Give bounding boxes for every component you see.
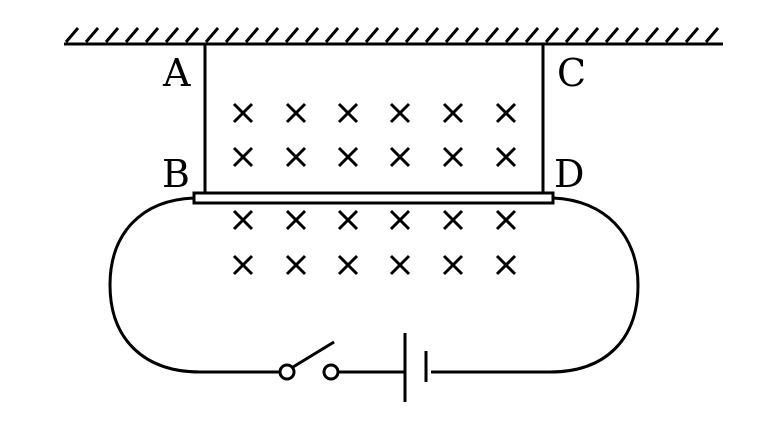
hatch-mark — [144, 27, 160, 43]
hatch-mark — [424, 27, 440, 43]
right-wire-loop — [431, 196, 640, 374]
hatch-mark — [304, 27, 320, 43]
field-cross-icon — [232, 209, 254, 231]
field-cross-icon — [389, 102, 411, 124]
hatch-mark — [64, 27, 80, 43]
field-cross-icon — [495, 254, 517, 276]
field-cross-icon — [285, 146, 307, 168]
hatch-mark — [444, 27, 460, 43]
hatch-mark — [644, 27, 660, 43]
field-cross-icon — [337, 209, 359, 231]
label-d: D — [554, 152, 584, 196]
hatch-mark — [364, 27, 380, 43]
field-cross-icon — [285, 102, 307, 124]
field-cross-icon — [495, 102, 517, 124]
field-cross-icon — [389, 254, 411, 276]
field-cross-icon — [442, 254, 464, 276]
label-a: A — [162, 51, 191, 95]
field-cross-icon — [495, 209, 517, 231]
hatch-mark — [184, 27, 200, 43]
hatch-mark — [464, 27, 480, 43]
hatch-mark — [664, 27, 680, 43]
hatch-mark — [284, 27, 300, 43]
hatch-mark — [704, 27, 720, 43]
field-cross-icon — [337, 146, 359, 168]
hatch-mark — [164, 27, 180, 43]
hatch-mark — [104, 27, 120, 43]
hatch-mark — [124, 27, 140, 43]
conducting-rod — [192, 191, 555, 205]
hatch-mark — [204, 27, 220, 43]
field-cross-icon — [337, 254, 359, 276]
field-cross-icon — [442, 209, 464, 231]
hatch-mark — [544, 27, 560, 43]
hatch-mark — [344, 27, 360, 43]
field-cross-icon — [232, 102, 254, 124]
field-cross-icon — [442, 102, 464, 124]
hatch-mark — [684, 27, 700, 43]
magnetic-field — [232, 102, 517, 276]
label-b: B — [162, 152, 190, 196]
hatch-mark — [404, 27, 420, 43]
hatch-mark — [524, 27, 540, 43]
switch — [278, 340, 340, 381]
hatch-mark — [624, 27, 640, 43]
hatch-mark — [84, 27, 100, 43]
hatch-mark — [584, 27, 600, 43]
hatch-mark — [604, 27, 620, 43]
field-cross-icon — [232, 254, 254, 276]
hatch-mark — [244, 27, 260, 43]
field-cross-icon — [232, 146, 254, 168]
field-cross-icon — [495, 146, 517, 168]
hatch-mark — [564, 27, 580, 43]
field-cross-icon — [285, 254, 307, 276]
hatch-mark — [264, 27, 280, 43]
hatch-mark — [324, 27, 340, 43]
hatch-mark — [484, 27, 500, 43]
field-cross-icon — [337, 102, 359, 124]
field-cross-icon — [442, 146, 464, 168]
label-c: C — [557, 51, 586, 95]
ceiling — [64, 27, 723, 46]
hatch-mark — [384, 27, 400, 43]
left-wire-loop — [108, 196, 280, 374]
field-cross-icon — [389, 209, 411, 231]
field-cross-icon — [389, 146, 411, 168]
hatch-mark — [504, 27, 520, 43]
field-cross-icon — [285, 209, 307, 231]
hatch-mark — [224, 27, 240, 43]
battery — [403, 333, 428, 402]
